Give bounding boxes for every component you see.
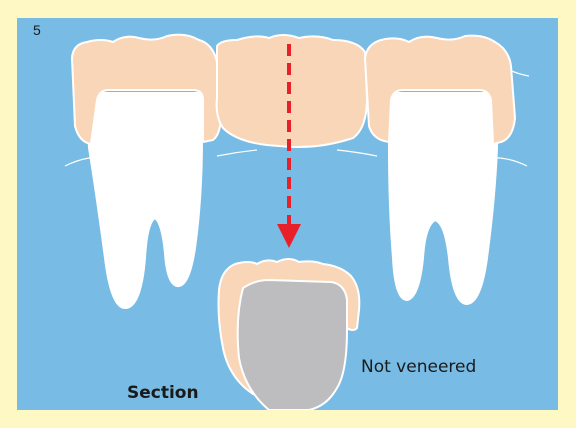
section-metal-framework: [238, 280, 347, 410]
section-label: Section: [127, 383, 199, 403]
gum-line-mid-right: [337, 150, 377, 156]
bridge-illustration: [17, 18, 558, 410]
arrow-head: [277, 224, 301, 248]
illustration-panel: 5 Not veneered Section: [17, 18, 558, 410]
figure-number: 5: [33, 22, 41, 38]
cross-section: [219, 259, 360, 410]
not-veneered-label: Not veneered: [361, 357, 476, 377]
right-tooth-root: [389, 93, 497, 304]
gum-line-mid-left: [217, 150, 257, 156]
left-tooth-root: [87, 93, 202, 308]
pontic-veneer: [217, 35, 367, 147]
